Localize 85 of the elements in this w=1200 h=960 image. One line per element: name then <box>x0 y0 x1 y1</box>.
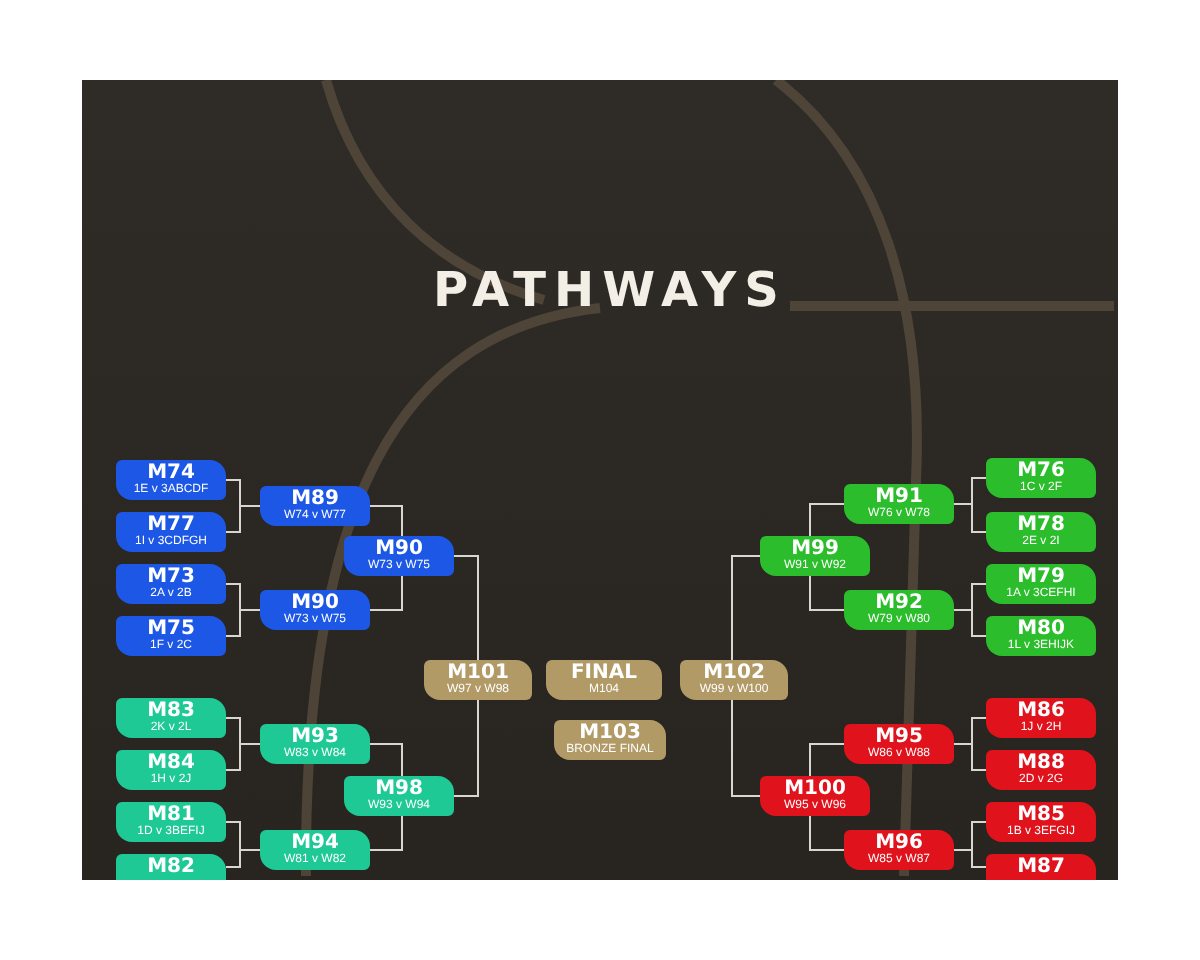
match-title: M103 <box>579 723 641 743</box>
match-title: M89 <box>291 489 339 509</box>
match-title: M81 <box>147 805 195 825</box>
match-box <box>844 724 954 764</box>
match-title: M102 <box>703 663 765 683</box>
connector-line <box>809 743 845 777</box>
match-title: M91 <box>875 487 923 507</box>
connector-line <box>953 503 987 533</box>
match-title: M90 <box>375 539 423 559</box>
match-title: M88 <box>1017 753 1065 773</box>
match-title: M84 <box>147 753 195 773</box>
match-box <box>116 750 226 790</box>
match-box <box>116 698 226 738</box>
match-box <box>116 512 226 552</box>
match-title: M79 <box>1017 567 1065 587</box>
connector-line <box>369 575 403 611</box>
match-title: M80 <box>1017 619 1065 639</box>
connector-line <box>953 609 987 637</box>
match-box <box>554 720 666 760</box>
match-title: M93 <box>291 727 339 747</box>
connector-line <box>369 505 403 537</box>
match-box <box>986 458 1096 498</box>
connector-line <box>369 815 403 851</box>
match-box <box>680 660 788 700</box>
match-box <box>116 460 226 500</box>
connector-line <box>225 743 261 771</box>
match-title: FINAL <box>570 663 638 683</box>
match-box <box>116 802 226 842</box>
match-box <box>260 830 370 870</box>
match-box <box>986 616 1096 656</box>
match-box <box>844 590 954 630</box>
match-title: M86 <box>1017 701 1065 721</box>
match-title: M92 <box>875 593 923 613</box>
match-title: M90 <box>291 593 339 613</box>
match-title: M98 <box>375 779 423 799</box>
match-box <box>116 854 226 880</box>
match-title: M82 <box>147 857 195 877</box>
connector-line <box>225 505 261 533</box>
diagram-title: PATHWAYS <box>433 266 787 314</box>
match-title: M83 <box>147 701 195 721</box>
match-title: M73 <box>147 567 195 587</box>
match-title: M94 <box>291 833 339 853</box>
connector-line <box>809 815 845 851</box>
match-box <box>844 484 954 524</box>
match-title: M99 <box>791 539 839 559</box>
match-title: M76 <box>1017 461 1065 481</box>
connector-line <box>225 849 261 868</box>
match-box <box>986 802 1096 842</box>
connector-line <box>809 575 845 611</box>
match-title: M74 <box>147 463 195 483</box>
match-title: M77 <box>147 515 195 535</box>
connector-line <box>809 503 845 537</box>
connector-line <box>731 555 761 661</box>
match-title: M96 <box>875 833 923 853</box>
match-box <box>116 564 226 604</box>
match-title: M85 <box>1017 805 1065 825</box>
match-title: M100 <box>784 779 846 799</box>
match-box <box>424 660 532 700</box>
match-box <box>844 830 954 870</box>
match-box <box>260 724 370 764</box>
connector-line <box>953 849 987 868</box>
match-box <box>260 486 370 526</box>
match-box <box>260 590 370 630</box>
match-box <box>986 854 1096 880</box>
connector-line <box>453 699 479 797</box>
match-title: M101 <box>447 663 509 683</box>
match-title: M87 <box>1017 857 1065 877</box>
match-box <box>116 616 226 656</box>
connector-line <box>225 609 261 637</box>
connector-line <box>731 699 761 797</box>
match-title: M95 <box>875 727 923 747</box>
match-box <box>986 512 1096 552</box>
match-box <box>760 776 870 816</box>
match-box <box>760 536 870 576</box>
match-box <box>344 776 454 816</box>
connector-line <box>453 555 479 661</box>
match-box <box>344 536 454 576</box>
connector-line <box>953 743 987 771</box>
match-title: M78 <box>1017 515 1065 535</box>
match-box <box>986 750 1096 790</box>
match-box <box>986 564 1096 604</box>
match-box <box>546 660 662 700</box>
match-box <box>986 698 1096 738</box>
match-title: M75 <box>147 619 195 639</box>
connector-line <box>369 743 403 777</box>
